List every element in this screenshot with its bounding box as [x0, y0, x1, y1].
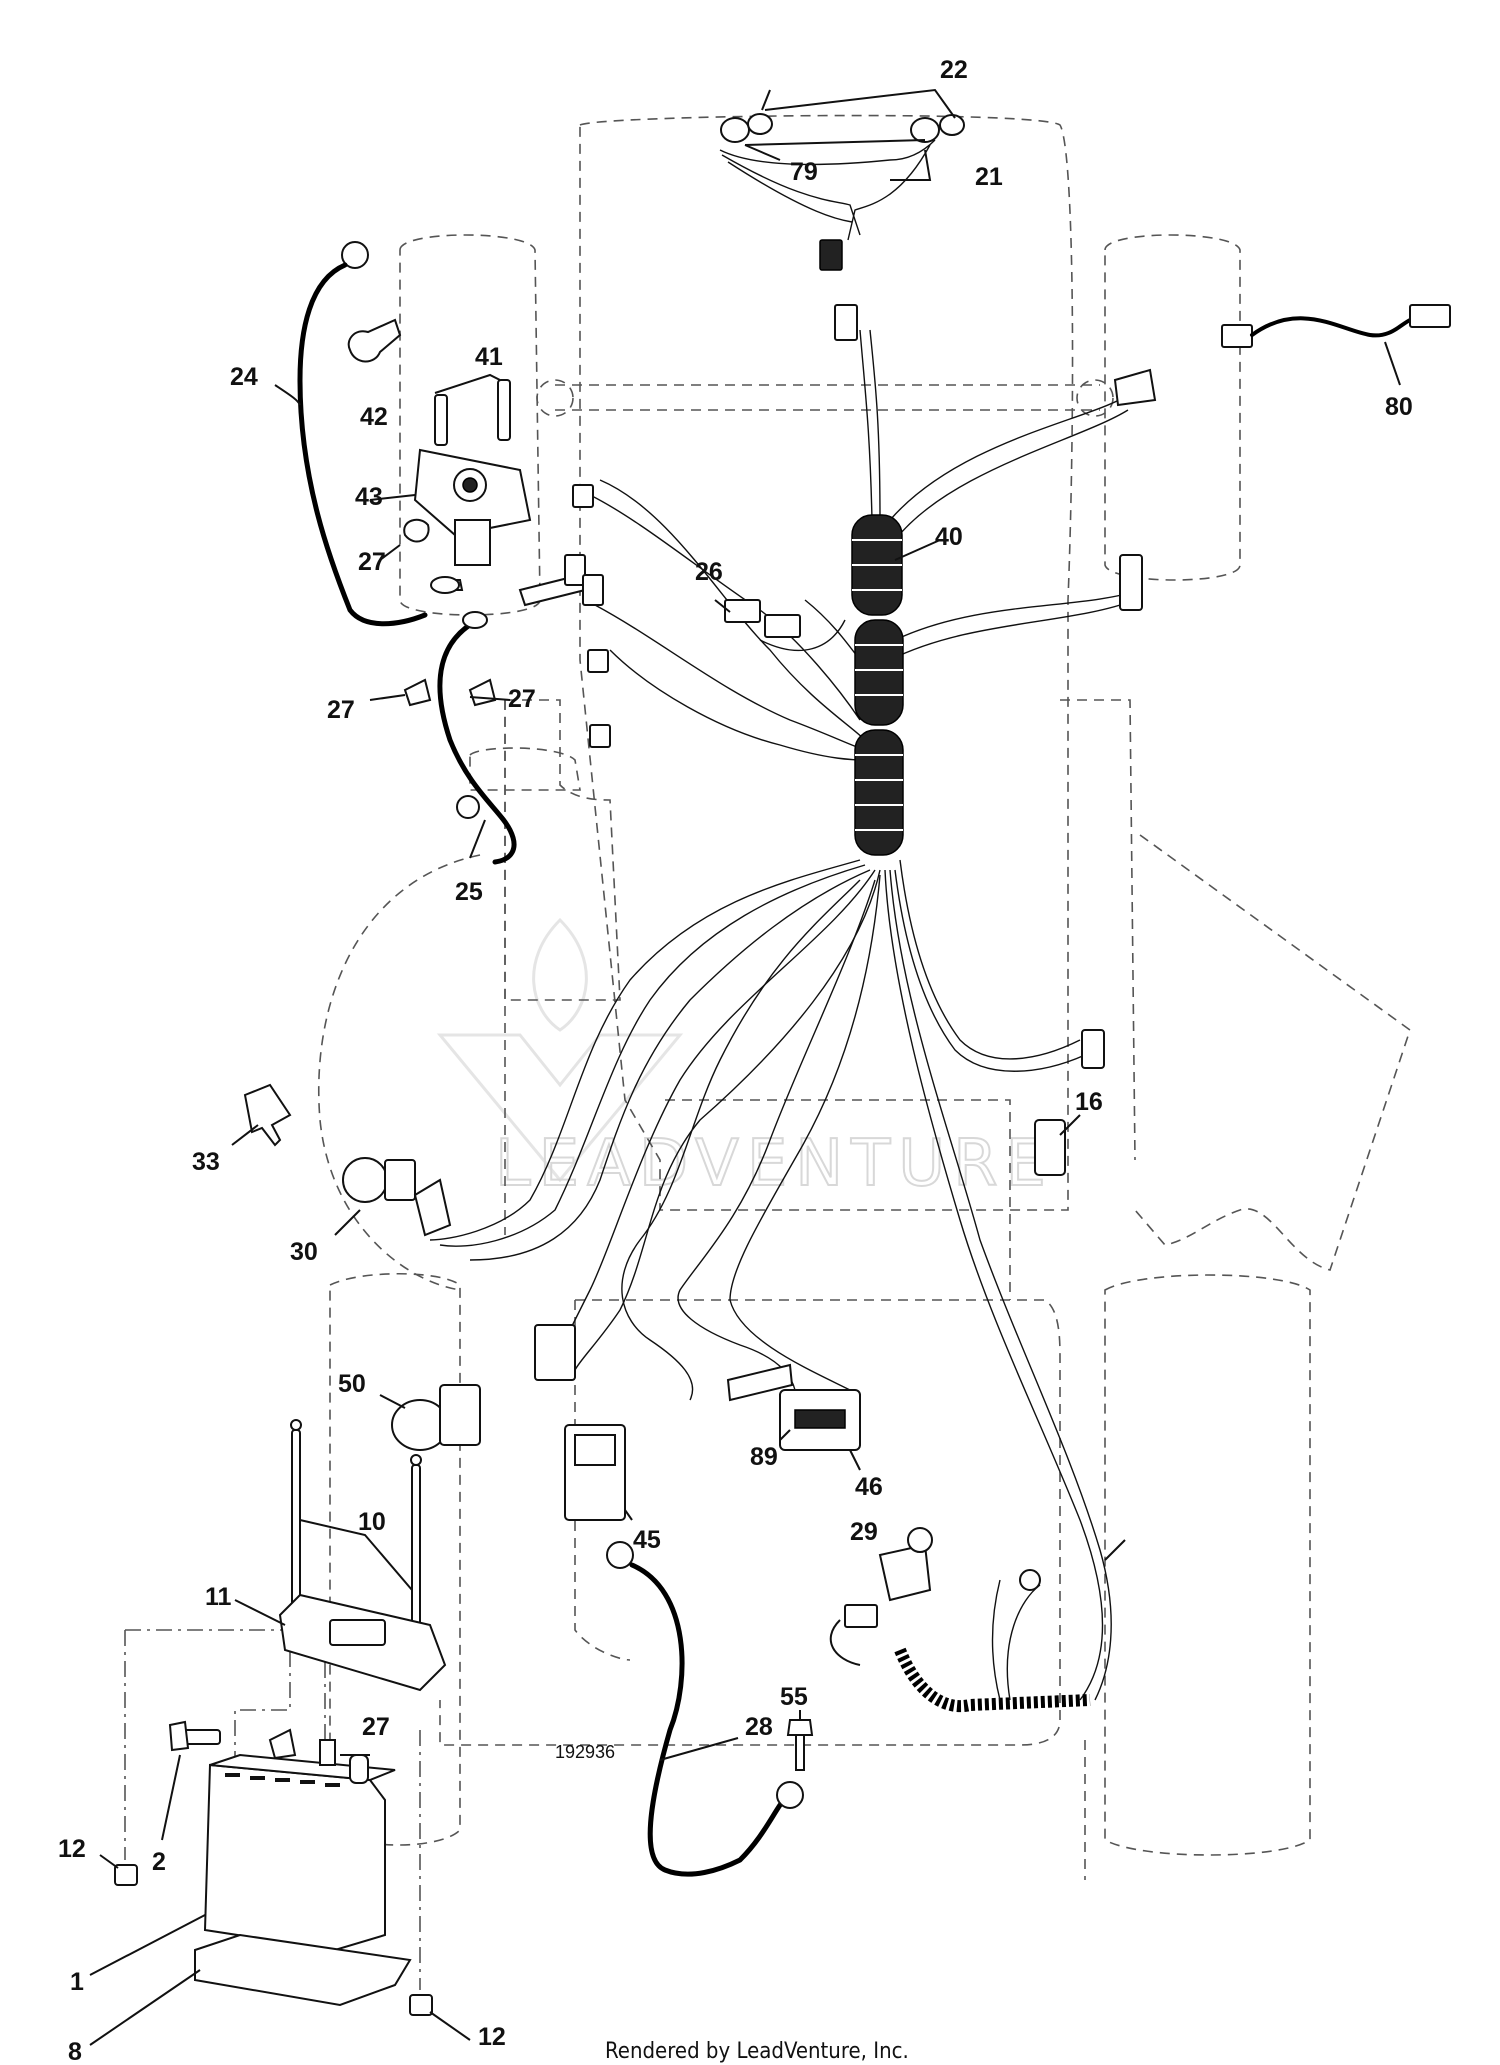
callout-labels: 22 79 21 24 41 42 43 27 27 27 27 40 26 8…	[58, 56, 1413, 2065]
callout-1: 1	[70, 1968, 84, 1996]
pto-switch	[379, 1384, 481, 1451]
callout-8: 8	[68, 2038, 82, 2065]
harness-loom	[851, 514, 904, 856]
watermark-logo	[436, 917, 684, 1183]
seat-switch	[829, 1527, 1091, 1713]
callout-42: 42	[360, 403, 388, 431]
callout-40: 40	[935, 523, 963, 551]
module-45	[564, 1424, 633, 1521]
callout-33: 33	[192, 1148, 220, 1176]
callout-24: 24	[230, 363, 258, 391]
seat-switch-coil-cord	[894, 1647, 1091, 1713]
right-connectors	[1113, 304, 1451, 611]
callout-28: 28	[745, 1713, 773, 1741]
callout-46: 46	[855, 1473, 883, 1501]
callout-89: 89	[750, 1443, 778, 1471]
callout-45: 45	[633, 1526, 661, 1554]
callout-80: 80	[1385, 393, 1413, 421]
harness-plug	[534, 1324, 576, 1381]
watermark-text: LEADVENTURE	[495, 1127, 1054, 1201]
tractor-outline	[124, 114, 1411, 1990]
footer-credit: Rendered by LeadVenture, Inc.	[605, 2039, 909, 2064]
connector-16	[1034, 1114, 1081, 1176]
callout-26: 26	[695, 558, 723, 586]
diagram-reference-number: 192936	[555, 1742, 615, 1762]
harness-terminals	[564, 304, 858, 748]
callout-30: 30	[290, 1238, 318, 1266]
callout-29: 29	[850, 1518, 878, 1546]
main-wiring-harness	[429, 329, 1141, 1701]
callout-41: 41	[475, 343, 503, 371]
battery	[89, 1720, 471, 2046]
fuse	[724, 599, 801, 638]
solenoid-assembly	[274, 241, 587, 865]
callout-10: 10	[358, 1508, 386, 1536]
callout-21: 21	[975, 163, 1003, 191]
callout-16: 16	[1075, 1088, 1103, 1116]
callout-22: 22	[940, 56, 968, 84]
callout-11: 11	[205, 1583, 232, 1611]
callout-43: 43	[355, 483, 383, 511]
ignition-key-and-switch	[231, 1083, 452, 1237]
battery-hold-down	[234, 1419, 447, 1692]
headlight-assembly	[719, 88, 965, 271]
callout-27-c: 27	[508, 685, 536, 713]
callout-25: 25	[455, 878, 483, 906]
leader-lines	[714, 144, 1126, 1720]
callout-27-a: 27	[358, 548, 386, 576]
callout-27-d: 27	[362, 1713, 390, 1741]
callout-27-b: 27	[327, 696, 355, 724]
callout-12-b: 12	[478, 2023, 506, 2051]
screw-55	[786, 1719, 814, 1771]
callout-50: 50	[338, 1370, 366, 1398]
battery-cable-28	[606, 1541, 804, 1877]
hour-meter	[726, 1363, 861, 1471]
callout-2: 2	[152, 1848, 166, 1876]
callout-12-a: 12	[58, 1835, 86, 1863]
callout-79: 79	[790, 158, 818, 186]
callout-55: 55	[780, 1683, 808, 1711]
